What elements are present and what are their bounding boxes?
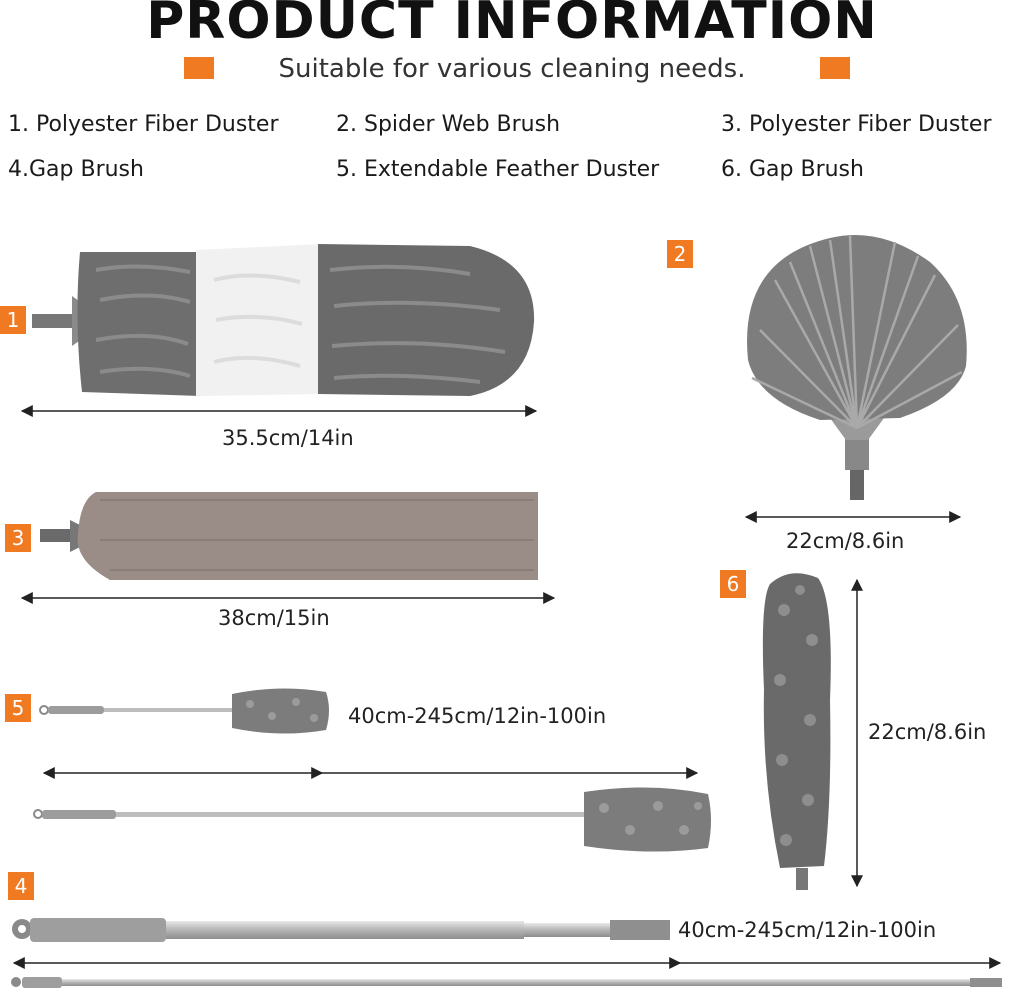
- badge-5: 5: [5, 694, 31, 722]
- dimension-duster-3: 38cm/15in: [218, 606, 330, 630]
- extendable-chenille-duster-short-icon: [39, 688, 329, 734]
- extendable-chenille-duster-long-icon: [33, 787, 711, 852]
- badge-3: 3: [5, 524, 31, 552]
- grey-white-microfiber-duster-icon: [32, 244, 535, 396]
- telescopic-pole-icon: [11, 918, 1002, 988]
- orange-square-icon: [184, 57, 214, 79]
- item-label-2: 2. Spider Web Brush: [336, 112, 561, 137]
- item-label-3: 3. Polyester Fiber Duster: [721, 112, 992, 137]
- page-subtitle: Suitable for various cleaning needs.: [278, 54, 746, 84]
- flat-microfiber-duster-icon: [40, 492, 538, 580]
- dimension-spider-brush: 22cm/8.6in: [786, 529, 905, 553]
- dimension-feather-duster-5: 40cm-245cm/12in-100in: [348, 704, 607, 728]
- chenille-gap-brush-icon: [762, 573, 831, 890]
- badge-6: 6: [720, 570, 746, 598]
- item-label-6: 6. Gap Brush: [721, 157, 864, 182]
- item-label-5: 5. Extendable Feather Duster: [336, 157, 660, 182]
- badge-2: 2: [667, 240, 693, 268]
- dimension-pole-4: 40cm-245cm/12in-100in: [678, 918, 937, 942]
- badge-1: 1: [0, 306, 26, 334]
- page-title: PRODUCT INFORMATION: [146, 0, 878, 51]
- item-label-1: 1. Polyester Fiber Duster: [8, 112, 279, 137]
- spider-web-brush-icon: [747, 235, 967, 500]
- badge-4: 4: [8, 872, 34, 900]
- dimension-gap-brush-6: 22cm/8.6in: [868, 720, 987, 744]
- dimension-duster-1: 35.5cm/14in: [222, 426, 354, 450]
- orange-square-icon: [820, 57, 850, 79]
- item-label-4: 4.Gap Brush: [8, 157, 144, 182]
